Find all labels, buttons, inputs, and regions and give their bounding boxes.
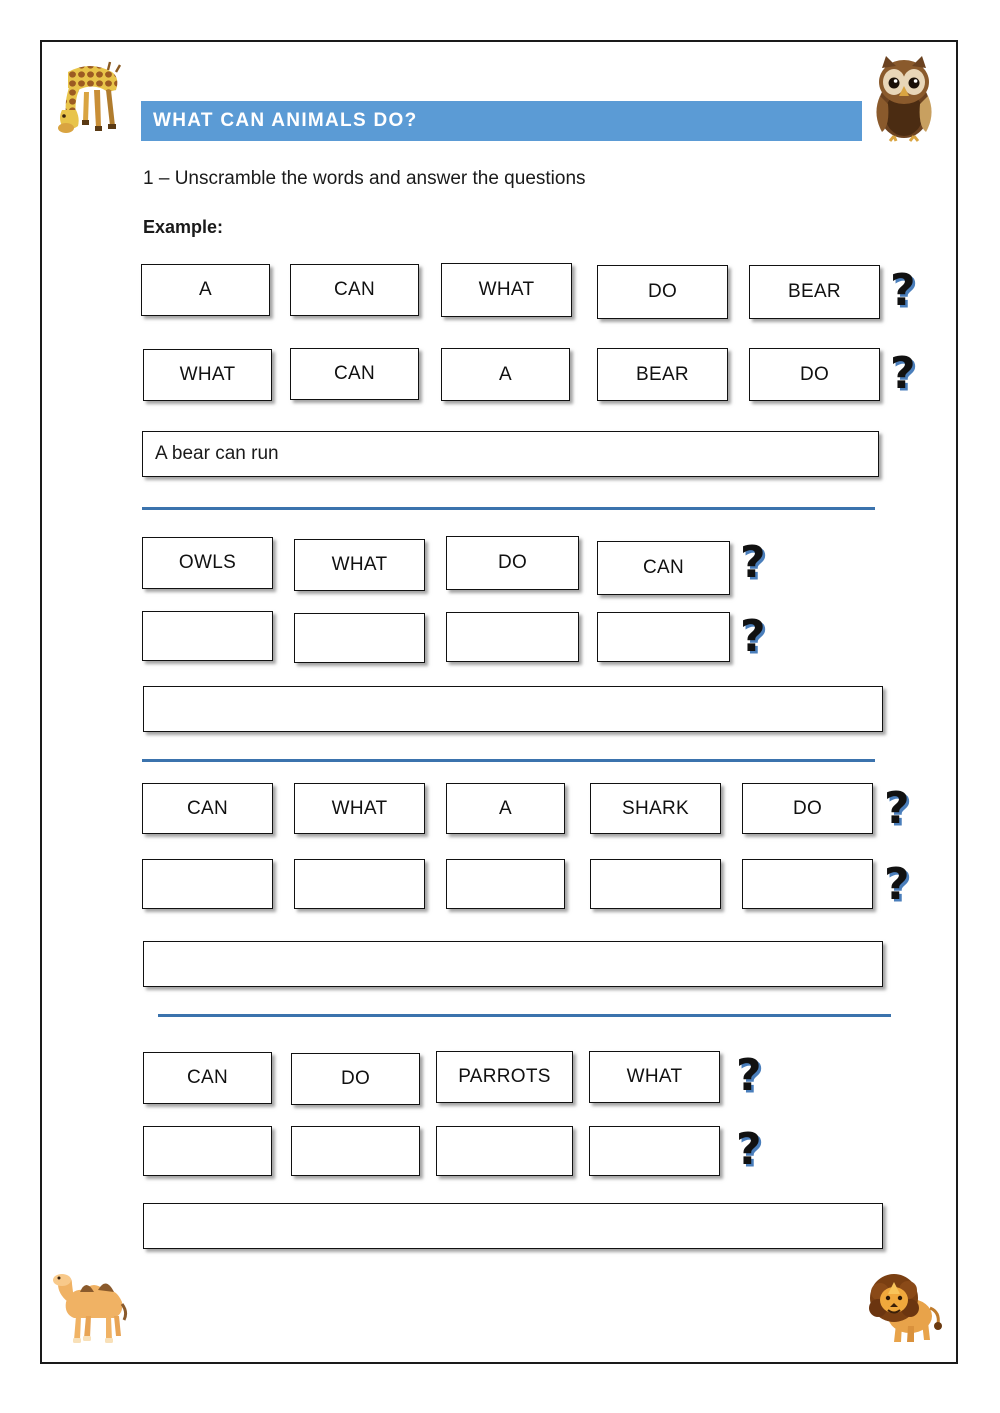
word-box[interactable]: CAN	[290, 264, 419, 316]
answer-line[interactable]	[143, 1203, 883, 1249]
answer-line[interactable]	[143, 941, 883, 987]
section-divider	[158, 1014, 891, 1017]
instruction-text: 1 – Unscramble the words and answer the …	[143, 168, 586, 189]
owl-icon	[862, 52, 946, 144]
word-box[interactable]	[142, 611, 273, 661]
word-box[interactable]: BEAR	[749, 265, 880, 319]
word-box[interactable]: WHAT	[441, 263, 572, 317]
section-divider	[142, 507, 875, 510]
word-box[interactable]: CAN	[143, 1052, 272, 1104]
word-box[interactable]	[142, 859, 273, 909]
word-box[interactable]: A	[141, 264, 270, 316]
word-box[interactable]: DO	[291, 1053, 420, 1105]
word-box[interactable]: CAN	[290, 348, 419, 400]
answer-line[interactable]	[143, 686, 883, 732]
word-box[interactable]: CAN	[597, 541, 730, 595]
word-box[interactable]: SHARK	[590, 783, 721, 834]
word-box[interactable]	[143, 1126, 272, 1176]
word-box[interactable]	[597, 612, 730, 662]
question-mark-icon: ?	[884, 783, 910, 834]
question-mark-icon: ?	[890, 348, 916, 399]
word-box[interactable]: BEAR	[597, 348, 728, 401]
word-box[interactable]: DO	[742, 783, 873, 834]
word-box[interactable]: DO	[446, 536, 579, 590]
word-box[interactable]: PARROTS	[436, 1051, 573, 1103]
word-box[interactable]: WHAT	[143, 349, 272, 401]
word-box[interactable]: OWLS	[142, 537, 273, 589]
question-mark-icon: ?	[736, 1124, 762, 1175]
word-box[interactable]	[294, 859, 425, 909]
lion-icon	[862, 1258, 946, 1350]
word-box[interactable]	[436, 1126, 573, 1176]
example-label: Example:	[143, 217, 224, 237]
word-box[interactable]	[590, 859, 721, 909]
word-box[interactable]	[291, 1126, 420, 1176]
word-box[interactable]: WHAT	[589, 1051, 720, 1103]
word-box[interactable]: A	[441, 348, 570, 401]
section-divider	[142, 759, 875, 762]
question-mark-icon: ?	[890, 265, 916, 316]
answer-text: A bear can run	[155, 443, 279, 464]
question-mark-icon: ?	[884, 859, 910, 910]
word-box[interactable]: A	[446, 783, 565, 834]
word-box[interactable]	[446, 612, 579, 662]
question-mark-icon: ?	[740, 611, 766, 662]
giraffe-icon	[50, 52, 134, 144]
word-box[interactable]	[446, 859, 565, 909]
word-box[interactable]	[294, 613, 425, 663]
word-box[interactable]: CAN	[142, 783, 273, 834]
camel-icon	[50, 1258, 134, 1350]
word-box[interactable]: WHAT	[294, 783, 425, 834]
page-title: WHAT CAN ANIMALS DO?	[153, 110, 418, 131]
worksheet-title-banner: WHAT CAN ANIMALS DO?	[141, 101, 862, 141]
word-box[interactable]	[742, 859, 873, 909]
word-box[interactable]: WHAT	[294, 539, 425, 591]
word-box[interactable]	[589, 1126, 720, 1176]
word-box[interactable]: DO	[749, 348, 880, 401]
question-mark-icon: ?	[740, 537, 766, 588]
word-box[interactable]: DO	[597, 265, 728, 319]
answer-line[interactable]: A bear can run	[142, 431, 879, 477]
question-mark-icon: ?	[736, 1050, 762, 1101]
